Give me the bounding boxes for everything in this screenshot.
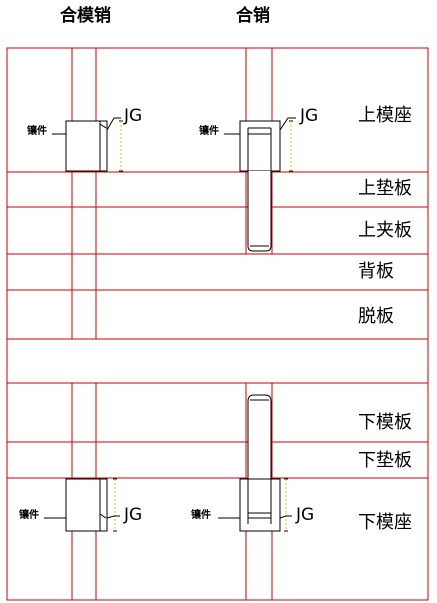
label-upper-mold-base: 上模座 bbox=[358, 105, 412, 126]
label-lower-mold-base: 下模座 bbox=[358, 512, 412, 533]
left-upper-insert bbox=[65, 120, 108, 172]
label-upper-backing-plate: 上垫板 bbox=[358, 178, 412, 199]
leader-lines bbox=[44, 117, 296, 519]
right-upper-pin bbox=[239, 120, 281, 252]
jg-label-right-upper: JG bbox=[300, 106, 319, 126]
label-back-plate: 背板 bbox=[358, 261, 394, 282]
label-lower-backing-plate: 下垫板 bbox=[358, 450, 412, 471]
insert-label-left-upper: 镶件 bbox=[27, 126, 47, 137]
jg-label-left-upper: JG bbox=[124, 106, 143, 126]
outer-frame bbox=[6, 47, 429, 601]
right-lower-pin bbox=[239, 394, 281, 532]
dimension-marks bbox=[113, 120, 293, 532]
insert-label-right-upper: 镶件 bbox=[199, 126, 219, 137]
header-combined-pin: 合销 bbox=[236, 6, 270, 26]
left-lower-insert bbox=[65, 478, 108, 532]
header-combined-mold-pin: 合模销 bbox=[60, 6, 111, 26]
label-stripper-plate: 脱板 bbox=[358, 306, 394, 327]
jg-label-left-lower: JG bbox=[124, 505, 143, 525]
insert-label-left-lower: 镶件 bbox=[19, 510, 39, 521]
jg-label-right-lower: JG bbox=[296, 505, 315, 525]
insert-label-right-lower: 镶件 bbox=[191, 510, 211, 521]
label-lower-die-plate: 下模板 bbox=[358, 412, 412, 433]
label-upper-clamp-plate: 上夹板 bbox=[358, 220, 412, 241]
